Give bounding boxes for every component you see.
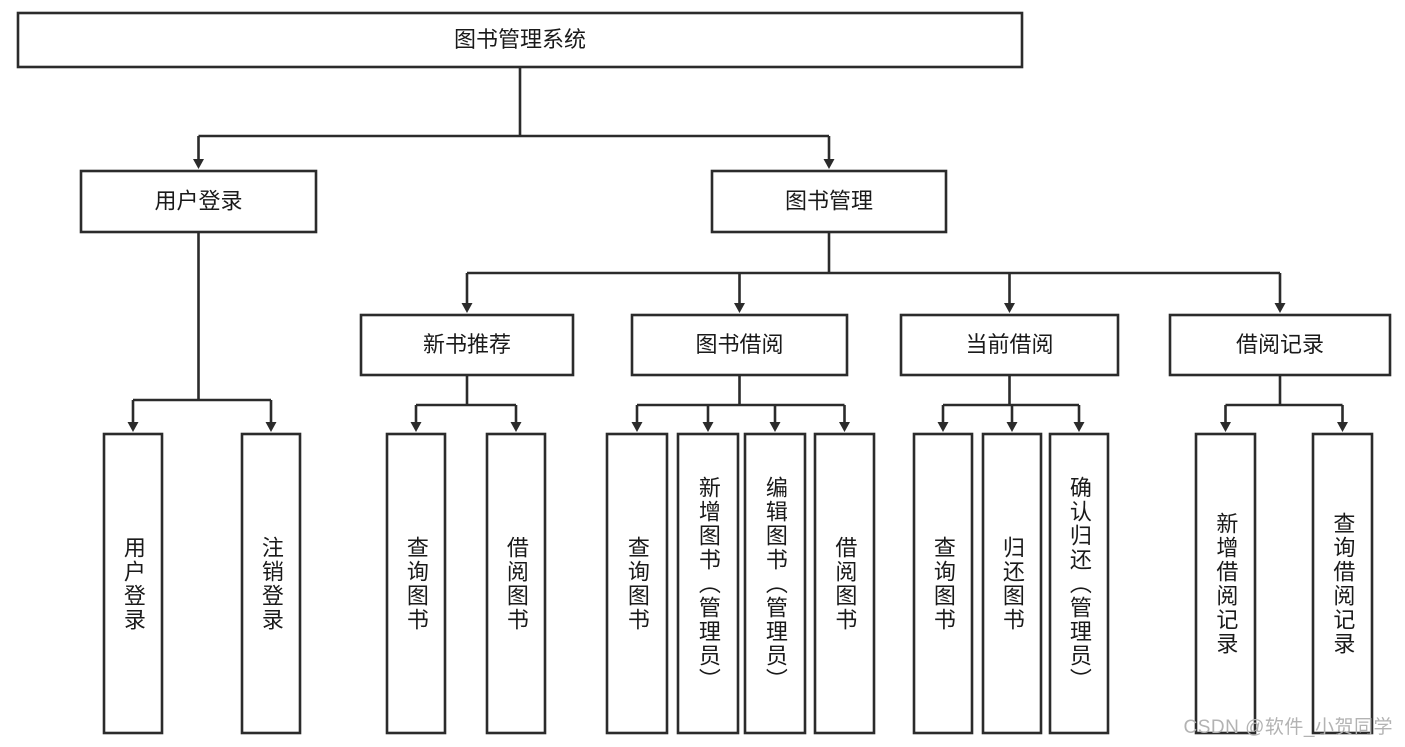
node-box-注销登录[interactable]	[240, 432, 302, 735]
node-box-借阅记录[interactable]	[1168, 313, 1392, 377]
node-box-新增图书管理员[interactable]	[676, 432, 740, 735]
node-box-借阅图书[interactable]	[813, 432, 876, 735]
node-label-图书借阅: 图书借阅	[695, 332, 783, 357]
node-box-编辑图书管理员[interactable]	[743, 432, 807, 735]
node-box-归还图书[interactable]	[981, 432, 1043, 735]
node-label-借阅记录: 借阅记录	[1236, 332, 1324, 357]
node-label-当前借阅: 当前借阅	[965, 332, 1053, 357]
node-boxes	[16, 11, 1392, 735]
connector-edges	[127, 67, 1348, 432]
node-label-用户登录: 用户登录	[154, 188, 242, 213]
node-box-用户登录[interactable]	[102, 432, 164, 735]
node-box-确认归还管理员[interactable]	[1048, 432, 1110, 735]
node-box-图书管理[interactable]	[710, 169, 948, 234]
csdn-watermark: CSDN @软件_小贺同学	[1183, 717, 1393, 738]
node-label-图书管理: 图书管理	[785, 188, 873, 213]
node-box-新增借阅记录[interactable]	[1194, 432, 1257, 735]
node-box-查询图书[interactable]	[605, 432, 669, 735]
node-box-当前借阅[interactable]	[899, 313, 1120, 377]
node-box-借阅图书[interactable]	[485, 432, 547, 735]
node-box-查询图书[interactable]	[912, 432, 974, 735]
node-box-查询图书[interactable]	[385, 432, 447, 735]
node-label-新书推荐: 新书推荐	[423, 332, 511, 357]
node-label-图书管理系统: 图书管理系统	[454, 27, 586, 52]
node-box-用户登录[interactable]	[79, 169, 318, 234]
node-box-查询借阅记录[interactable]	[1311, 432, 1374, 735]
node-box-图书管理系统[interactable]	[16, 11, 1024, 69]
node-box-新书推荐[interactable]	[359, 313, 575, 377]
node-box-图书借阅[interactable]	[630, 313, 849, 377]
